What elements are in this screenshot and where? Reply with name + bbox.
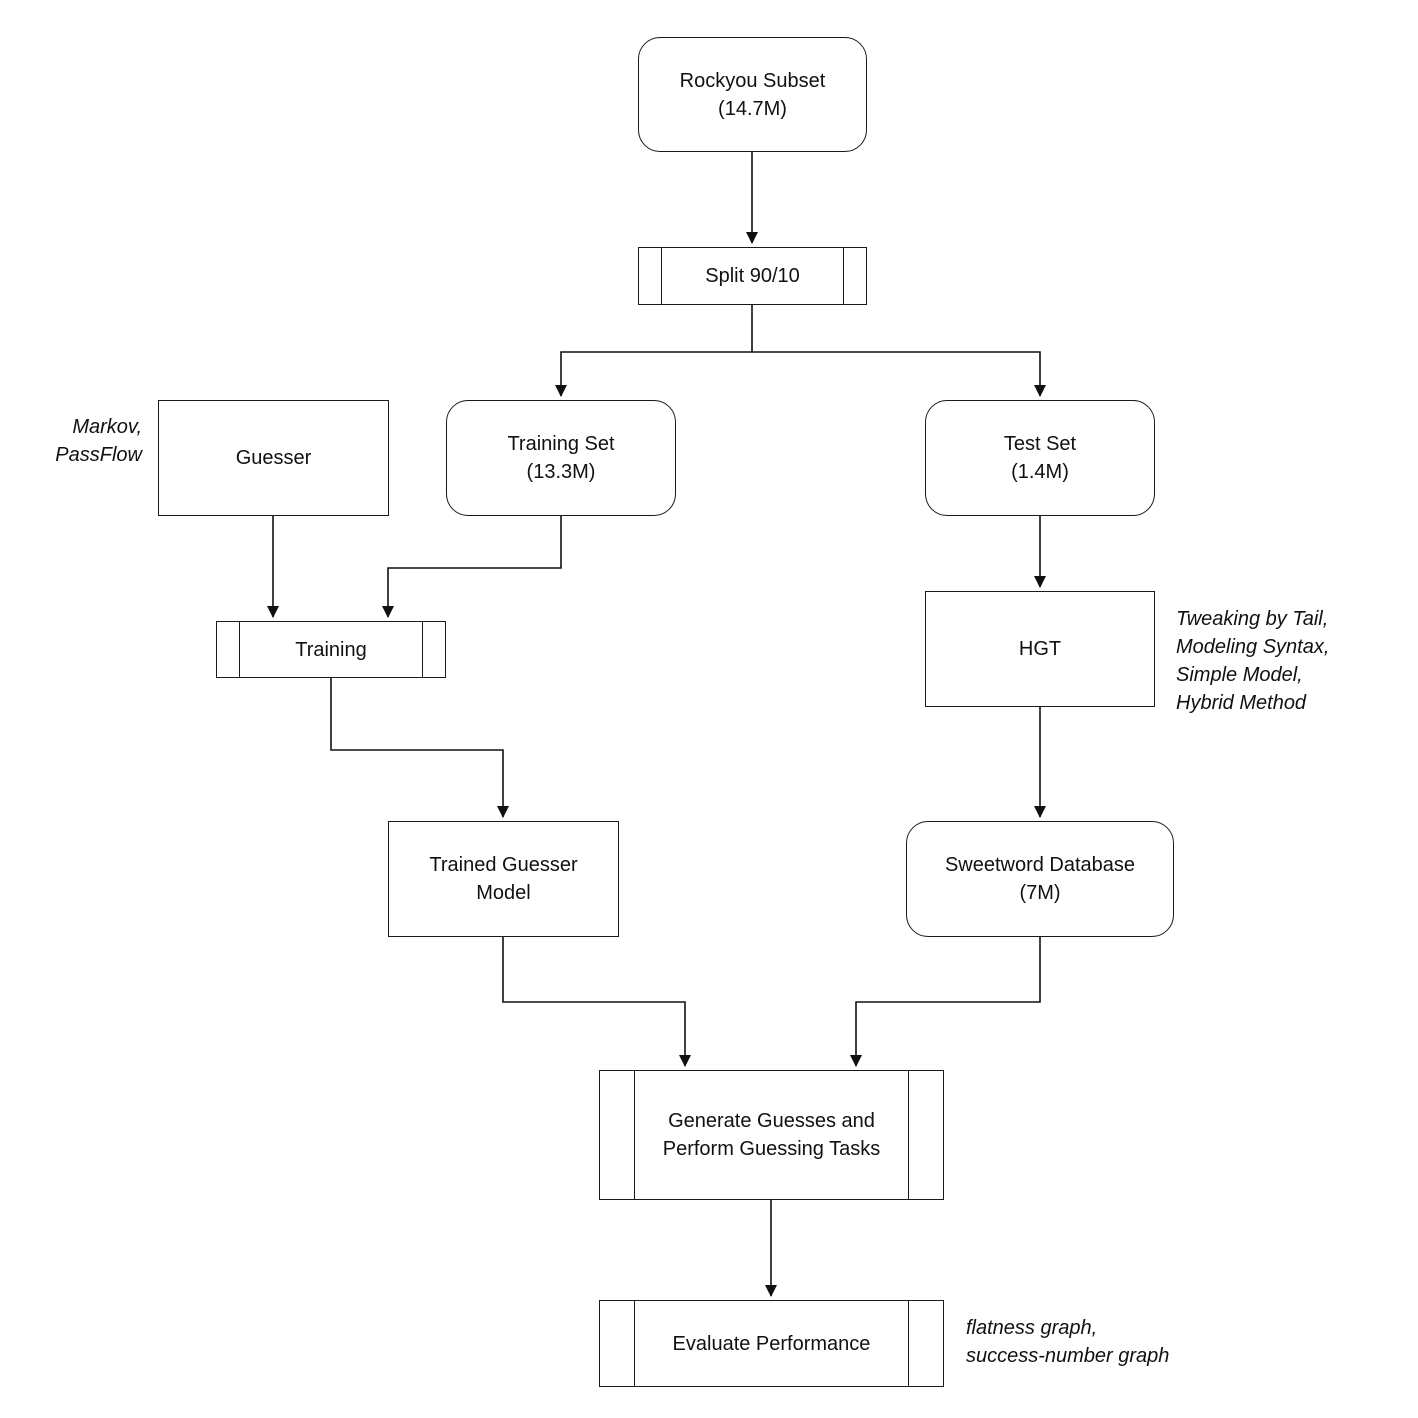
process-generate-guesses: Generate Guesses and Perform Guessing Ta… [599,1070,944,1200]
node-rockyou-subset-line2: (14.7M) [718,97,787,120]
edge-training-set-training [382,516,562,618]
node-training-set-line2: (13.3M) [526,461,596,483]
node-rockyou-subset-line1: Rockyou Subset [679,69,826,92]
annotation-guesser: Markov, PassFlow [22,413,142,469]
node-rockyou-subset: Rockyou Subset (14.7M) [638,37,867,152]
process-evaluate-performance: Evaluate Performance [599,1300,944,1387]
process-generate-guesses-line1: Generate Guesses and [668,1110,875,1132]
annotation-evaluate-line1: flatness graph, [966,1317,1098,1339]
annotation-hgt-line3: Simple Model, [1176,664,1303,686]
node-training-set: Training Set (13.3M) [446,400,676,516]
edge-training-trained-model [330,678,509,818]
edge-split-test-set [752,351,1046,397]
node-sweetword-database-line1: Sweetword Database [944,854,1136,876]
annotation-hgt-line4: Hybrid Method [1176,692,1307,714]
process-split-label: Split 90/10 [705,265,800,287]
process-generate-guesses-line2: Perform Guessing Tasks [662,1138,881,1160]
annotation-guesser-line1: Markov, [72,416,142,438]
process-training-label: Training [295,638,367,661]
process-split: Split 90/10 [638,247,867,305]
annotation-hgt-line2: Modeling Syntax, [1176,636,1330,658]
annotation-guesser-line2: PassFlow [55,444,142,466]
node-guesser: Guesser [158,400,389,516]
node-sweetword-database: Sweetword Database (7M) [906,821,1174,937]
node-test-set-line1: Test Set [1003,433,1077,455]
annotation-evaluate: flatness graph, success-number graph [966,1314,1169,1370]
node-trained-guesser-model-line1: Trained Guesser [429,854,578,876]
annotation-hgt: Tweaking by Tail, Modeling Syntax, Simpl… [1176,605,1329,717]
node-hgt: HGT [925,591,1155,707]
annotation-hgt-line1: Tweaking by Tail, [1176,608,1329,630]
node-test-set: Test Set (1.4M) [925,400,1155,516]
node-test-set-line2: (1.4M) [1011,461,1069,483]
node-guesser-label: Guesser [235,447,312,469]
process-training: Training [216,621,446,678]
edge-split-training-set [555,305,753,397]
annotation-evaluate-line2: success-number graph [966,1345,1170,1367]
node-trained-guesser-model-line2: Model [476,882,531,904]
edge-trained-model-generate [502,937,691,1067]
node-sweetword-database-line2: (7M) [1019,882,1061,904]
process-evaluate-performance-label: Evaluate Performance [672,1332,871,1355]
edge-sweetword-db-generate [850,937,1041,1067]
node-hgt-label: HGT [1018,638,1062,660]
node-training-set-line1: Training Set [507,433,615,455]
node-trained-guesser-model: Trained Guesser Model [388,821,619,937]
